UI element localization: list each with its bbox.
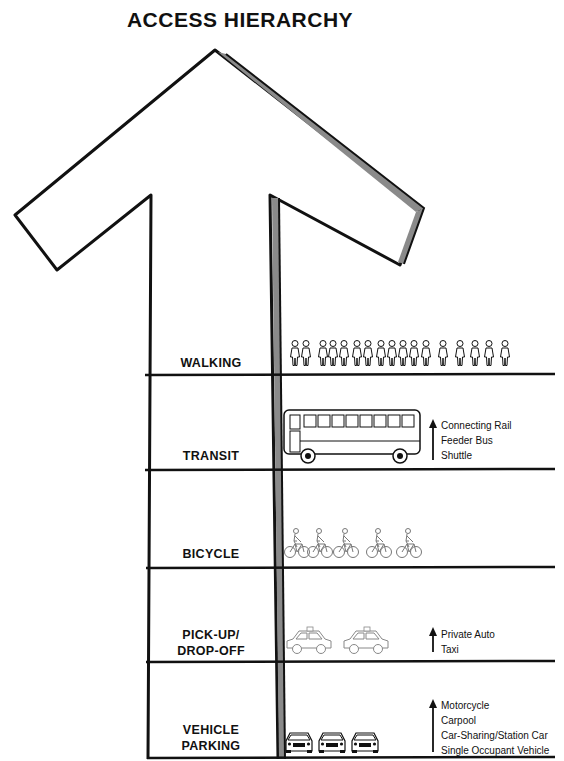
mode-item: Car-Sharing/Station Car (441, 728, 548, 743)
bicycle-icon (285, 529, 310, 558)
up-arrows (429, 419, 437, 752)
person-icon (439, 341, 448, 366)
mode-item: Carpool (441, 713, 476, 728)
car-front-icon (286, 733, 312, 753)
diagram-title: ACCESS HIERARCHY (60, 8, 420, 32)
bicycle-icon (397, 529, 422, 558)
car-front-icon (319, 733, 345, 753)
big-arrow (15, 50, 424, 759)
person-icon (302, 341, 311, 366)
bicycles (285, 529, 422, 558)
person-icon (456, 341, 465, 366)
bus-icon (284, 410, 420, 463)
up-arrow (432, 705, 434, 752)
person-icon (399, 341, 408, 366)
up-arrow-head (429, 699, 437, 708)
up-arrow-head (429, 419, 437, 428)
band-line (146, 661, 555, 662)
band-label: PICK-UP/ DROP-OFF (172, 627, 250, 659)
mode-band: TRANSIT Connecting RailFeeder BusShuttle (145, 375, 555, 470)
person-icon (501, 341, 510, 366)
mode-item: Taxi (441, 642, 459, 657)
person-icon (364, 341, 373, 366)
person-icon (388, 341, 397, 366)
person-icon (485, 341, 494, 366)
band-line (147, 757, 555, 758)
mode-item: Private Auto (441, 627, 495, 642)
person-icon (291, 341, 300, 366)
mode-item: Motorcycle (441, 698, 489, 713)
person-icon (340, 341, 349, 366)
parked-cars (286, 733, 378, 753)
bicycle-icon (308, 529, 333, 558)
mode-band: PICK-UP/ DROP-OFF Private AutoTaxi (145, 568, 555, 662)
band-label: TRANSIT (151, 448, 271, 464)
band-line (145, 469, 555, 470)
mode-item: Feeder Bus (441, 433, 493, 448)
band-line (145, 374, 555, 375)
band-line (146, 567, 555, 568)
mode-item: Single Occupant Vehicle (441, 743, 549, 758)
pickup-cars (287, 627, 388, 654)
person-icon (329, 341, 338, 366)
car-icon (344, 627, 388, 654)
bicycle-icon (367, 529, 392, 558)
mode-band: VEHICLE PARKING MotorcycleCarpoolCar-Shar… (145, 662, 555, 758)
mode-band: WALKING (145, 330, 555, 375)
arrow-outline (15, 50, 420, 759)
person-icon (353, 341, 362, 366)
up-arrow (432, 425, 434, 460)
person-icon (471, 341, 480, 366)
mode-item: Connecting Rail (441, 418, 512, 433)
band-label: VEHICLE PARKING (175, 722, 247, 754)
person-icon (377, 341, 386, 366)
pedestrians (291, 341, 510, 366)
car-icon (287, 627, 331, 654)
arrow-edge (279, 198, 285, 759)
band-label: WALKING (151, 355, 271, 371)
mode-band: BICYCLE (145, 470, 555, 568)
band-label: BICYCLE (151, 546, 271, 562)
person-icon (422, 341, 431, 366)
car-front-icon (352, 733, 378, 753)
person-icon (410, 341, 419, 366)
mode-item: Shuttle (441, 448, 472, 463)
arrow-shade (272, 198, 285, 759)
arrow-shade (218, 52, 424, 212)
person-icon (319, 341, 328, 366)
bicycle-icon (334, 529, 359, 558)
arrow-edge (226, 54, 424, 264)
band-lines (145, 374, 555, 758)
up-arrow-head (429, 627, 437, 636)
